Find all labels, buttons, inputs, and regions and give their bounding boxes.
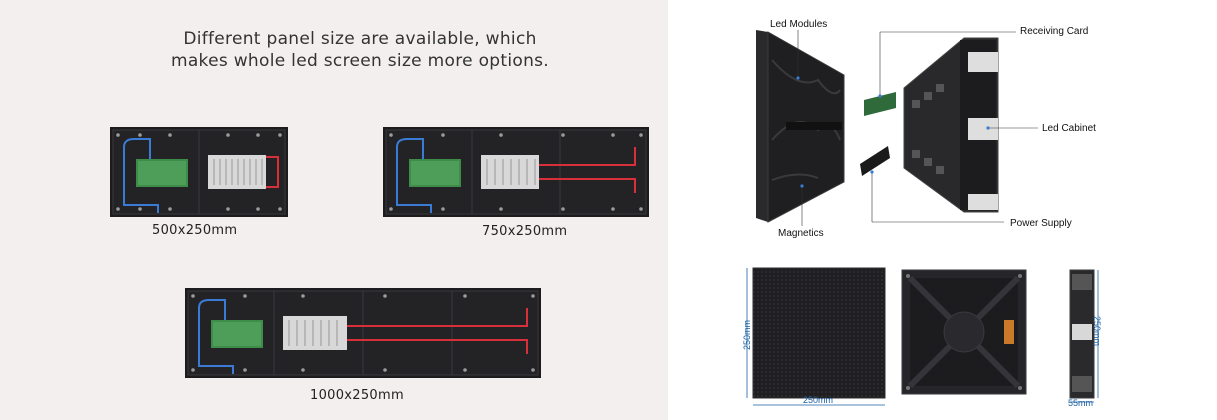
panel-caption-1000: 1000x250mm bbox=[310, 388, 404, 403]
side-depth-label: 55mm bbox=[1068, 398, 1094, 408]
panel-sizes-section: Different panel size are available, whic… bbox=[0, 0, 668, 420]
callout-receiving-card: Receiving Card bbox=[1020, 26, 1089, 37]
callout-led-cabinet: Led Cabinet bbox=[1042, 123, 1096, 134]
panel-caption-500: 500x250mm bbox=[152, 223, 238, 238]
front-width-label: 250mm bbox=[803, 395, 834, 405]
side-height-label: 250mm bbox=[1092, 315, 1103, 347]
cabinet-structure-section: Led Modules Receiving Card Led Cabinet M… bbox=[668, 0, 1217, 420]
headline-line-1: Different panel size are available, whic… bbox=[183, 29, 537, 49]
cabinet-rear-view bbox=[901, 269, 1027, 395]
front-height-label: 250mm bbox=[742, 319, 753, 351]
cabinet-500x250-image bbox=[110, 127, 288, 217]
cabinet-side-view bbox=[1069, 269, 1099, 403]
cabinet-750x250-image bbox=[383, 127, 649, 217]
callout-magnetics: Magnetics bbox=[778, 228, 824, 239]
cabinet-front-view bbox=[746, 267, 886, 406]
callout-led-modules: Led Modules bbox=[770, 19, 828, 30]
headline: Different panel size are available, whic… bbox=[150, 28, 570, 72]
panel-caption-750: 750x250mm bbox=[482, 224, 568, 239]
exploded-view-diagram bbox=[756, 30, 1038, 226]
cabinet-1000x250-image bbox=[185, 288, 541, 378]
headline-line-2: makes whole led screen size more options… bbox=[170, 51, 549, 71]
callout-power-supply: Power Supply bbox=[1010, 218, 1072, 229]
